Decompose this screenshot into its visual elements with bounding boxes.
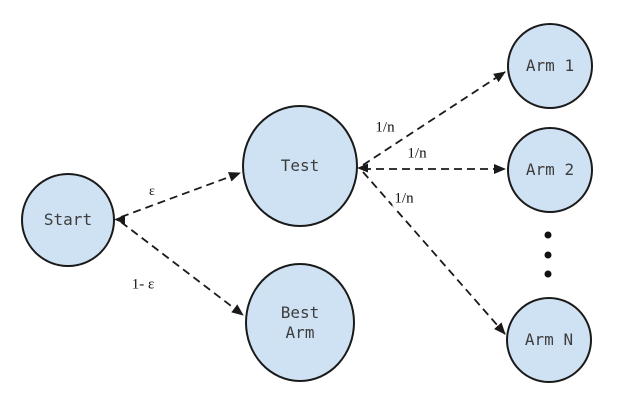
arrowhead-into-test — [357, 163, 368, 173]
node-start-label: Start — [43, 210, 93, 229]
edge-label-epsilon: ε — [147, 184, 157, 200]
node-test-label: Test — [280, 156, 320, 175]
node-arm-1-label: Arm 1 — [525, 56, 575, 75]
node-arm-n: Arm N — [506, 297, 592, 383]
ellipsis-dots — [544, 231, 552, 278]
edge-start-to-best-arm — [120, 221, 244, 316]
ellipsis-dot — [544, 270, 552, 278]
arrowhead-into-start — [114, 215, 125, 224]
node-best-arm: Best Arm — [245, 263, 355, 382]
node-arm-1: Arm 1 — [507, 23, 593, 109]
node-test: Test — [242, 105, 358, 227]
node-arm-2: Arm 2 — [507, 127, 593, 213]
node-best-arm-label-line1: Best — [280, 302, 320, 322]
edge-label-one-minus-epsilon: 1- ε — [129, 276, 157, 294]
edge-label-one-over-n-arm2: 1/n — [405, 145, 429, 163]
node-start: Start — [21, 173, 115, 267]
ellipsis-dot — [544, 231, 552, 239]
node-arm-n-label: Arm N — [524, 330, 574, 349]
edge-label-one-over-n-arm1: 1/n — [373, 119, 397, 137]
edge-test-to-arm1 — [362, 71, 506, 166]
edge-test-to-armN — [362, 171, 506, 335]
edge-start-to-test — [120, 172, 241, 218]
ellipsis-dot — [544, 251, 552, 259]
edge-label-one-over-n-armN: 1/n — [392, 190, 416, 208]
node-arm-2-label: Arm 2 — [525, 160, 575, 179]
node-best-arm-label-line2: Arm — [285, 322, 315, 342]
